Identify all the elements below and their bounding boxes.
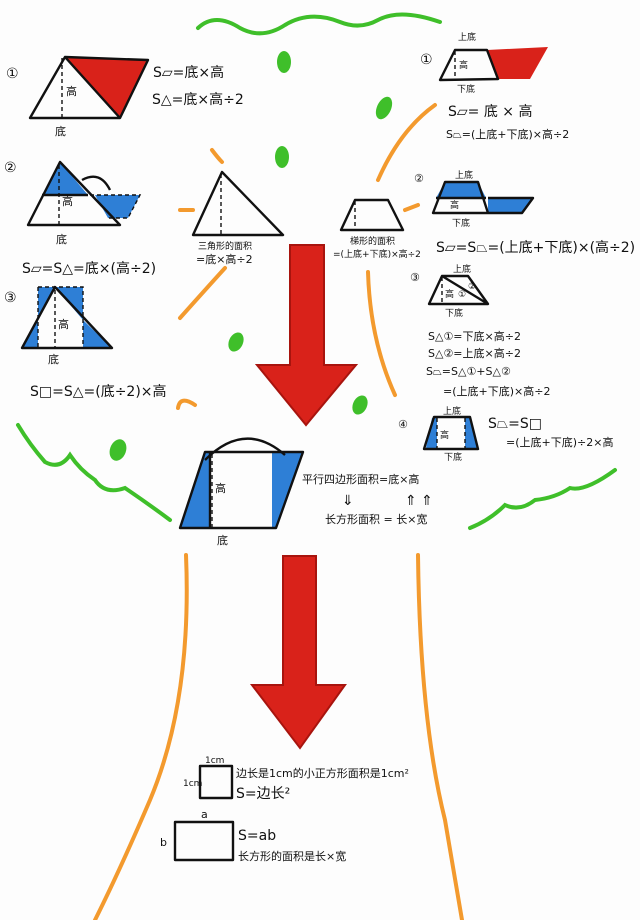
formula: S▱=S⏢=(上底+下底)×(高÷2) [436, 239, 635, 256]
orange-trunk [93, 103, 464, 920]
height-label: 高 [62, 194, 73, 208]
square-formula: S=边长² [236, 786, 290, 802]
side-a-label: a [201, 808, 208, 821]
height-label: 高 [445, 288, 454, 300]
bottom-base-label: 下底 [445, 307, 463, 319]
parallelogram-area-formula: 平行四边形面积=底×高 [302, 472, 419, 486]
height-label: 高 [450, 199, 459, 211]
triangle-area-formula: =底×高÷2 [196, 252, 253, 266]
base-label: 底 [217, 533, 228, 547]
formula: S⏢=S△①+S△② [426, 365, 511, 378]
trapezoid-method-2: ② 上底 高 下底 S▱=S⏢=(上底+下底)×(高÷2) [414, 169, 635, 256]
height-label: 高 [440, 429, 449, 441]
side-b-label: b [160, 836, 167, 849]
formula: =(上底+下底)÷2×高 [506, 435, 613, 449]
leaf-icon [375, 96, 393, 120]
unit-square: 1cm 1cm 边长是1cm的小正方形面积是1cm² S=边长² [183, 756, 409, 802]
step-number: ③ [410, 271, 420, 284]
base-label: 底 [56, 232, 67, 246]
bottom-base-label: 下底 [452, 217, 470, 229]
trapezoid-method-1: ① 上底 高 下底 S▱= 底 × 高 S⏢=(上底+下底)×高÷2 [420, 31, 569, 141]
top-base-label: 上底 [455, 169, 473, 181]
height-label: 高 [66, 84, 77, 98]
rectangle: a b S=ab 长方形的面积是长×宽 [160, 808, 346, 863]
bottom-base-label: 下底 [457, 83, 475, 95]
step-number: ① [420, 52, 433, 68]
formula: S▱=S△=底×(高÷2) [22, 260, 156, 277]
double-arrow-down-icon: ⇓ [342, 493, 354, 509]
double-arrow-up-icon: ⇑ ⇑ [405, 493, 433, 509]
formula: S△①=下底×高÷2 [428, 329, 521, 343]
parallelogram-to-rectangle: 高 底 平行四边形面积=底×高 ⇓ ⇑ ⇑ 长方形面积 = 长×宽 [178, 437, 433, 547]
triangle-1-label: ① [458, 290, 466, 300]
base-label: 底 [55, 124, 66, 138]
formula: S▱=底×高 [153, 64, 224, 81]
height-label: 高 [58, 317, 69, 331]
top-base-label: 上底 [453, 263, 471, 275]
rectangle-text: 长方形的面积是长×宽 [238, 849, 346, 863]
trapezoid-method-4: ④ 上底 高 下底 S⏢=S□ =(上底+下底)÷2×高 [398, 405, 613, 463]
formula: S⏢=(上底+下底)×高÷2 [446, 127, 569, 141]
parallelogram-method-3: ③ 高 底 S□=S△=(底÷2)×高 [4, 285, 167, 400]
green-leaves [109, 51, 393, 461]
bottom-base-label: 下底 [444, 451, 462, 463]
step-number: ① [6, 66, 19, 82]
parallelogram-method-1: ① 高 底 S▱=底×高 S△=底×高÷2 [6, 55, 244, 138]
step-number: ② [414, 172, 424, 185]
trapezoid-method-3: ③ 上底 高 ① ② 下底 S△①=下底×高÷2 S△②=上底×高÷2 S⏢=S… [410, 263, 550, 398]
formula: S△=底×高÷2 [152, 91, 244, 108]
red-arrow-top [254, 244, 359, 427]
leaf-icon [277, 51, 291, 73]
trapezoid-area-formula: =(上底+下底)×高÷2 [333, 248, 421, 260]
trapezoid-area-label: 梯形的面积 [350, 235, 395, 247]
step-number: ④ [398, 418, 408, 431]
formula: S⏢=S□ [488, 416, 542, 432]
top-base-label: 上底 [443, 405, 461, 417]
top-base-label: 上底 [458, 31, 476, 43]
base-label: 底 [48, 352, 59, 366]
formula: S□=S△=(底÷2)×高 [30, 383, 167, 400]
formula: =(上底+下底)×高÷2 [443, 384, 550, 398]
trapezoid-area-node: 梯形的面积 =(上底+下底)×高÷2 [333, 198, 421, 260]
height-label: 高 [459, 59, 468, 71]
step-number: ③ [4, 290, 17, 306]
triangle-area-node: 三角形的面积 =底×高÷2 [191, 170, 285, 266]
rectangle-area-formula: 长方形面积 = 长×宽 [325, 512, 427, 526]
unit-square-text: 边长是1cm的小正方形面积是1cm² [236, 766, 409, 780]
step-number: ② [4, 160, 17, 176]
leaf-icon [228, 332, 244, 352]
side-label: 1cm [205, 756, 224, 766]
formula: S△②=上底×高÷2 [428, 346, 521, 360]
leaf-icon [275, 146, 289, 168]
parallelogram-method-2: ② 高 底 S▱=S△=底×(高÷2) [4, 160, 156, 277]
rectangle-formula: S=ab [238, 828, 276, 844]
side-label: 1cm [183, 779, 202, 789]
leaf-icon [109, 439, 127, 461]
height-label: 高 [215, 481, 226, 495]
formula: S▱= 底 × 高 [448, 103, 532, 120]
red-arrow-bottom [249, 555, 347, 750]
green-branches [16, 12, 617, 530]
triangle-2-label: ② [468, 282, 476, 292]
triangle-area-label: 三角形的面积 [198, 240, 252, 252]
leaf-icon [352, 395, 368, 415]
